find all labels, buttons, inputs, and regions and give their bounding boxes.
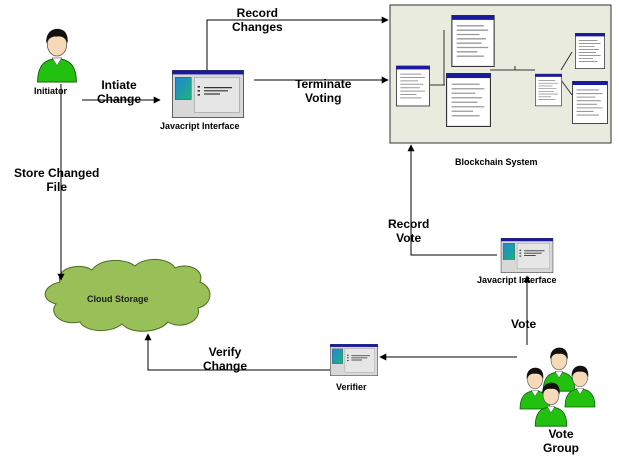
database-table-icon [451, 15, 495, 67]
edge-label-line: Changes [232, 19, 283, 34]
js-interface-bottom-window-icon [500, 238, 554, 273]
database-table-icon [396, 65, 430, 107]
cloud-icon [44, 259, 211, 332]
edge-label-line: Intiate [101, 78, 137, 92]
edge-label-line: Voting [305, 90, 342, 105]
edge-label-line: Vote [396, 230, 422, 245]
database-table-icon [535, 73, 562, 107]
edge-record-changes [206, 16, 389, 70]
verifier-window-icon [330, 344, 378, 376]
edge-label-line: Change [203, 358, 248, 373]
database-table-icon [574, 33, 606, 69]
edge-label-initiate-change: Intiate Change [97, 78, 142, 107]
people-group-icon [519, 347, 596, 427]
edge-record-vote [407, 144, 497, 256]
relation-line [560, 79, 573, 96]
relation-line [560, 51, 573, 71]
database-table-icon [572, 81, 608, 124]
database-table-icon [446, 73, 491, 127]
blockchain-system-label: Blockchain System [455, 157, 538, 167]
edge-label-line: File [46, 179, 67, 194]
initiator-person-icon [37, 28, 77, 83]
edge-label-vote: Vote [511, 317, 537, 331]
edge-label-store-changed-file: Store Changed File [14, 166, 100, 195]
vote-group-label: Vote Group [543, 427, 579, 456]
js-interface-bottom-label: Javacript Interface [477, 275, 557, 285]
edge-label-terminate-voting: Terminate Voting [295, 77, 352, 106]
cloud-storage-label: Cloud Storage [87, 294, 149, 304]
edge-label-line: Store Changed [14, 166, 100, 180]
edge-label-record-vote: Record Vote [388, 217, 430, 246]
edge-label-line: Record [388, 217, 430, 231]
edge-verify-change [144, 333, 330, 371]
js-interface-top-label: Javacript Interface [160, 121, 240, 131]
initiator-label: Initiator [34, 86, 67, 96]
js-interface-top-window-icon [171, 70, 245, 118]
blockchain-system-panel [389, 4, 612, 144]
edge-label-line: Change [97, 91, 142, 106]
vote-group-label-line: Vote [548, 427, 574, 441]
edge-label-record-changes: Record Changes [232, 6, 283, 35]
edge-label-verify-change: Verify Change [203, 345, 248, 374]
edge-label-line: Verify [208, 345, 242, 359]
vote-group-label-line: Group [543, 440, 579, 455]
verifier-label: Verifier [336, 382, 367, 392]
edge-label-line: Terminate [295, 77, 352, 91]
edge-label-line: Record [236, 6, 279, 20]
